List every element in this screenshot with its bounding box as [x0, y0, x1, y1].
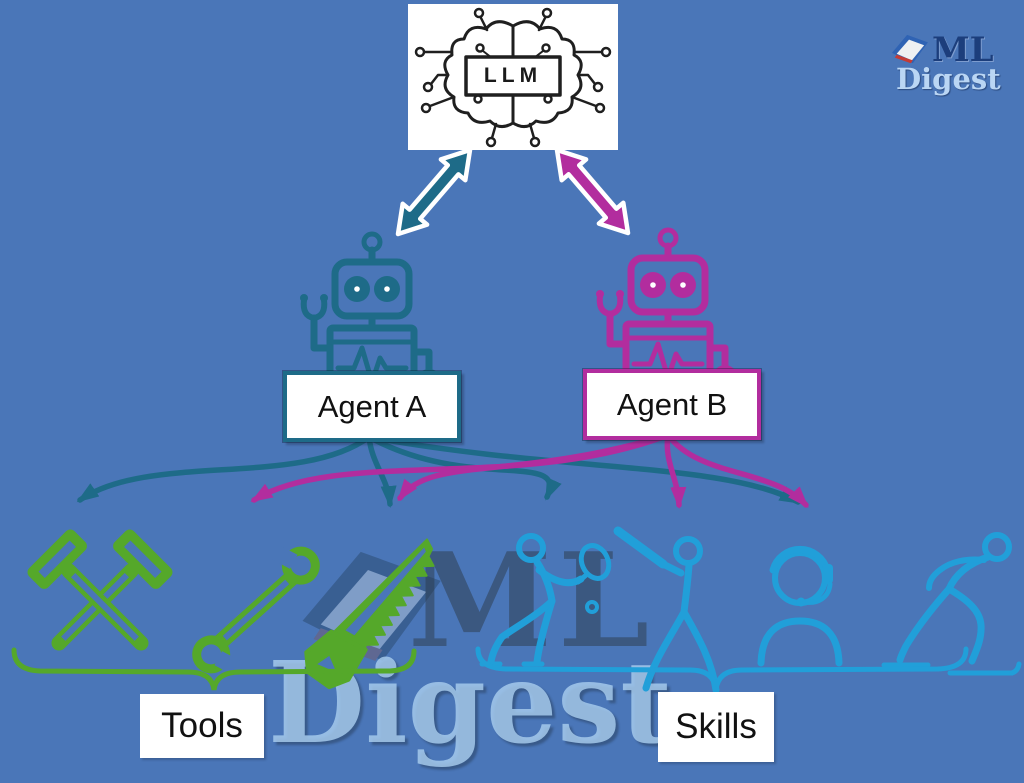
llm-node: LLM [408, 4, 618, 150]
agent-a-label-box: Agent A [283, 371, 461, 442]
agent-b-label: Agent B [616, 386, 728, 422]
skills-label: Skills [675, 707, 757, 746]
llm-agent-b-double-arrow [554, 147, 631, 236]
brand-suffix: Digest [896, 62, 1001, 96]
tools-label: Tools [161, 706, 243, 745]
skills-brace [475, 646, 969, 691]
brand-name: ML [932, 30, 994, 70]
agent-a-label: Agent A [317, 388, 427, 424]
wrench-icon [192, 544, 320, 676]
tools-label-box: Tools [140, 694, 264, 758]
robot-agent-b-icon [596, 227, 737, 389]
brand-logo: ML Digest [888, 30, 1024, 96]
agent-a-arrows [76, 434, 802, 508]
agent-b-arrows [250, 432, 809, 509]
baseball-batter-icon [613, 526, 720, 694]
llm-agent-a-double-arrow [395, 147, 473, 237]
brain-circuit-icon [414, 7, 612, 148]
support-agent-icon [757, 545, 843, 667]
robot-agent-a-icon [300, 231, 441, 393]
skills-label-box: Skills [658, 692, 774, 762]
crossed-hammers-icon [27, 529, 173, 651]
ice-skater-icon [881, 532, 1022, 676]
llm-label: LLM [483, 64, 543, 87]
agent-b-label-box: Agent B [583, 369, 761, 440]
tools-brace [11, 647, 417, 691]
tennis-player-icon [479, 533, 612, 667]
book-icon [891, 34, 928, 64]
